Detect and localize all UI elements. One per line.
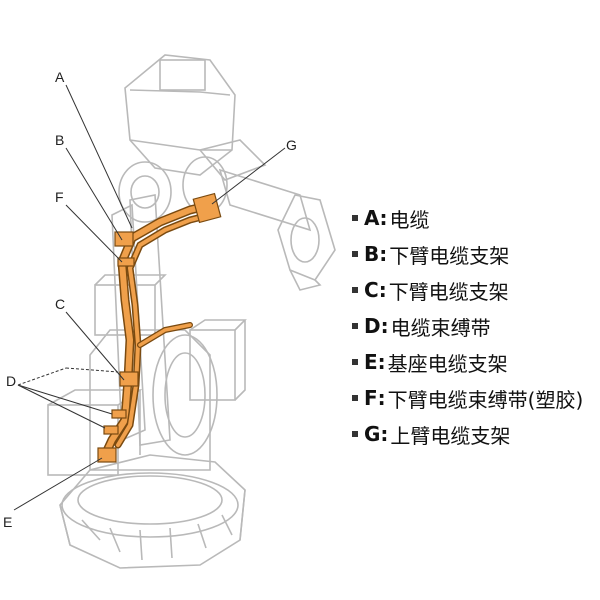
legend-item-a: A:电缆 (352, 200, 583, 236)
callout-g: G (286, 137, 297, 153)
callout-e: E (3, 514, 13, 530)
callout-b: B (55, 132, 65, 148)
tie-d (103, 425, 119, 435)
legend-text: 下臂电缆支架 (388, 279, 509, 304)
legend-key: G (364, 422, 381, 446)
bracket-e (97, 447, 117, 463)
cable-brackets (97, 192, 222, 463)
legend-item-f: F:下臂电缆束缚带(塑胶) (352, 380, 583, 416)
bullet-square-icon (352, 215, 358, 221)
callout-a: A (55, 69, 65, 85)
legend-key: C (364, 278, 379, 302)
robot-turret (89, 274, 247, 471)
tie-f (117, 257, 135, 267)
callout-c: C (55, 296, 66, 312)
legend-key: B (364, 242, 380, 266)
legend-item-g: G:上臂电缆支架 (352, 416, 583, 452)
bracket-g (192, 192, 222, 224)
legend-item-b: B:下臂电缆支架 (352, 236, 583, 272)
legend-text: 下臂电缆支架 (389, 243, 510, 268)
cable-bundle (100, 200, 215, 460)
bullet-square-icon (352, 359, 358, 365)
robot-base (47, 389, 246, 569)
legend-item-c: C:下臂电缆支架 (352, 272, 583, 308)
legend-item-d: D:电缆束缚带 (352, 308, 583, 344)
bullet-square-icon (352, 287, 358, 293)
leader-lines (13, 84, 286, 511)
callout-f: F (55, 189, 64, 205)
bullet-square-icon (352, 395, 358, 401)
robot-upper-arm (124, 54, 336, 291)
legend-text: 上臂电缆支架 (390, 423, 511, 448)
bullet-square-icon (352, 323, 358, 329)
legend: A:电缆 B:下臂电缆支架 C:下臂电缆支架 D:电缆束缚带 E:基座电缆支架 … (352, 200, 583, 452)
legend-text: 电缆束缚带 (390, 315, 491, 340)
legend-key: A (364, 206, 380, 230)
bracket-b (114, 231, 134, 247)
legend-key: D (364, 314, 381, 338)
legend-text: 电缆 (389, 207, 430, 232)
legend-item-e: E:基座电缆支架 (352, 344, 583, 380)
legend-key: E (364, 350, 378, 374)
bullet-square-icon (352, 431, 358, 437)
callout-d: D (6, 373, 17, 389)
legend-key: F (364, 386, 378, 410)
bracket-c (119, 371, 139, 387)
bullet-square-icon (352, 251, 358, 257)
tie-d2 (111, 409, 127, 419)
legend-text: 基座电缆支架 (387, 351, 508, 376)
legend-text: 下臂电缆束缚带(塑胶) (387, 387, 584, 412)
